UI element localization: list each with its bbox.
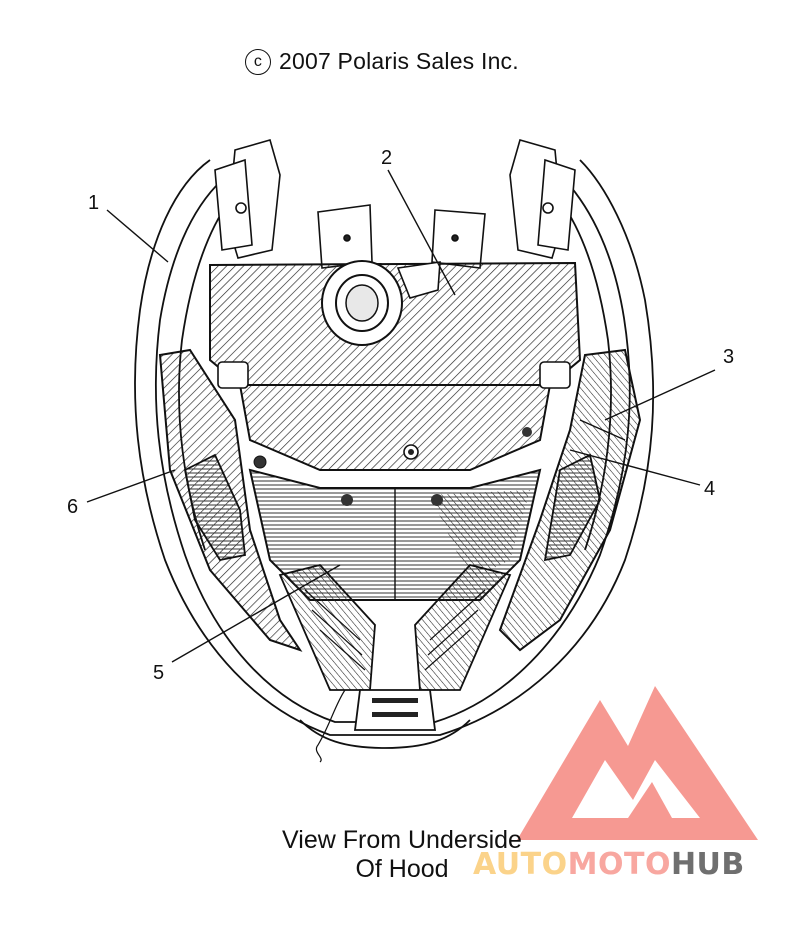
callout-4: 4 <box>704 478 716 500</box>
leader-4 <box>569 449 701 486</box>
caption-line-1: View From Underside <box>282 826 522 854</box>
leader-lines <box>86 169 716 663</box>
upper-mounts <box>214 139 576 269</box>
leader-6 <box>86 469 176 503</box>
callout-6: 6 <box>67 496 79 518</box>
callout-2: 2 <box>381 147 393 169</box>
callout-1: 1 <box>88 192 100 214</box>
copyright-text: 2007 Polaris Sales Inc. <box>279 48 519 74</box>
callout-3: 3 <box>723 346 735 368</box>
watermark-logo <box>517 686 758 840</box>
copyright-symbol: c <box>245 48 271 75</box>
panel-5 <box>248 427 542 763</box>
leader-3 <box>604 369 716 421</box>
diagram-caption: View From Underside Of Hood <box>262 826 542 884</box>
panel-left <box>158 348 303 652</box>
caption-line-2: Of Hood <box>355 855 449 883</box>
watermark-text-moto: MOTO <box>567 847 671 882</box>
leader-1 <box>106 209 169 263</box>
leader-5 <box>171 564 341 663</box>
watermark-text-hub: HUB <box>670 847 745 882</box>
copyright-notice: c 2007 Polaris Sales Inc. <box>245 48 519 75</box>
watermark-text-auto: AUTO <box>473 847 568 882</box>
hood-shell <box>134 159 655 749</box>
callout-5: 5 <box>153 662 165 684</box>
panel-2 <box>209 260 582 471</box>
watermark-text: AUTOMOTOHUB <box>473 847 745 882</box>
leader-2 <box>387 169 456 296</box>
panel-right <box>498 348 642 652</box>
